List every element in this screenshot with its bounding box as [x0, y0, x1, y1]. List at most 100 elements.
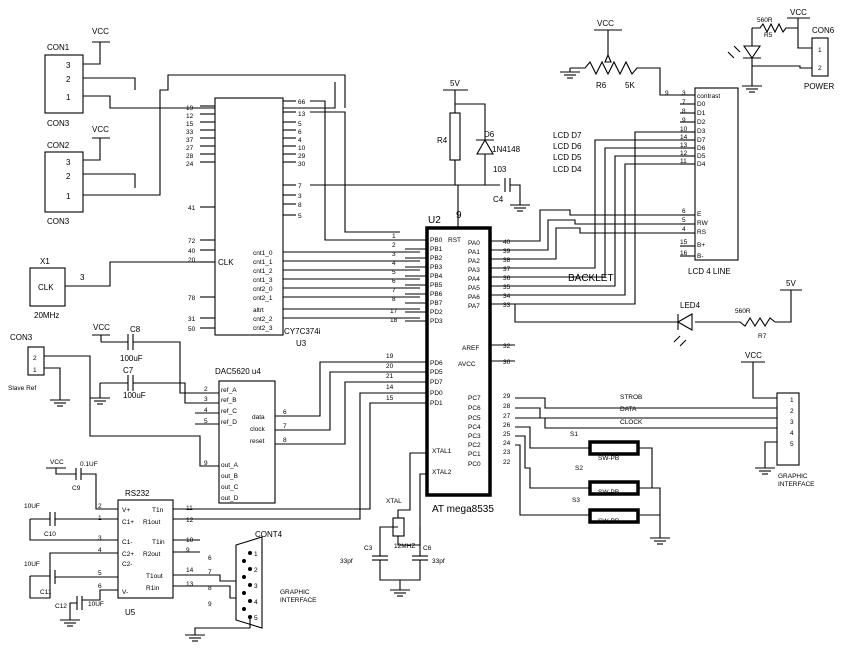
- mcu-atmega8535: U2 AT mega8535 9 1 2 3 4 5 6 7 8 17 18 1…: [386, 185, 515, 515]
- svg-text:6: 6: [283, 409, 287, 416]
- svg-text:24: 24: [186, 161, 194, 168]
- svg-text:CONT4: CONT4: [255, 530, 283, 539]
- svg-text:V-: V-: [122, 589, 128, 596]
- svg-text:XTAL1: XTAL1: [432, 448, 452, 455]
- svg-text:3: 3: [204, 396, 208, 403]
- svg-text:out_C: out_C: [221, 484, 239, 491]
- svg-text:Slave Ref: Slave Ref: [8, 385, 36, 392]
- svg-text:7: 7: [298, 183, 302, 190]
- svg-text:2: 2: [254, 567, 258, 574]
- svg-text:VCC: VCC: [93, 323, 110, 332]
- svg-text:RS232: RS232: [125, 489, 150, 498]
- svg-text:25: 25: [503, 431, 511, 438]
- svg-text:RS: RS: [697, 229, 707, 236]
- svg-text:6: 6: [392, 278, 396, 285]
- svg-text:6: 6: [98, 583, 102, 590]
- svg-text:C3: C3: [364, 545, 373, 552]
- lcd-4-line: LCD 4 LINE contrast D0 D1 D2 D3 D7 D6 D5…: [680, 87, 739, 276]
- svg-text:R6: R6: [596, 81, 607, 90]
- svg-text:19: 19: [186, 105, 194, 112]
- cpld-cy7c374i: CY7C374i U3 19 12 15 33 37 27 28 24 41 7…: [186, 97, 500, 348]
- cpld-left-pins: 19 12 15 33 37 27 28 24 41 72 40 20 78 3…: [186, 105, 215, 333]
- svg-text:PC1: PC1: [468, 451, 481, 458]
- svg-text:PB3: PB3: [430, 264, 443, 271]
- svg-text:6: 6: [682, 208, 686, 215]
- svg-text:8: 8: [682, 108, 686, 115]
- svg-text:cnt2_1: cnt2_1: [253, 295, 273, 302]
- svg-text:X1: X1: [40, 257, 50, 266]
- svg-text:31: 31: [188, 316, 196, 323]
- svg-text:R1in: R1in: [146, 585, 160, 592]
- svg-text:33pf: 33pf: [432, 558, 445, 565]
- svg-text:R5: R5: [764, 32, 773, 39]
- svg-text:VCC: VCC: [790, 8, 807, 17]
- svg-text:20: 20: [188, 257, 196, 264]
- crystal-x1: X1 CLK 20MHz 3: [29, 257, 200, 320]
- svg-text:CLK: CLK: [218, 258, 234, 267]
- svg-text:23: 23: [503, 449, 511, 456]
- svg-text:14: 14: [186, 567, 194, 574]
- svg-text:PC4: PC4: [468, 424, 481, 431]
- svg-text:C12: C12: [55, 603, 67, 610]
- svg-text:18: 18: [390, 317, 398, 324]
- svg-text:33pf: 33pf: [340, 558, 353, 565]
- svg-text:10UF: 10UF: [88, 601, 104, 608]
- svg-text:S1: S1: [570, 431, 578, 438]
- svg-text:ref_B: ref_B: [221, 397, 237, 404]
- svg-text:9: 9: [204, 460, 208, 467]
- slave-ref-connector: CON3 2 1 Slave Ref: [8, 333, 215, 467]
- svg-text:1: 1: [790, 397, 794, 404]
- svg-text:C10: C10: [44, 531, 56, 538]
- svg-text:AVCC: AVCC: [458, 361, 476, 368]
- svg-text:T1n: T1n: [152, 507, 164, 514]
- svg-text:5K: 5K: [625, 81, 635, 90]
- svg-text:PD3: PD3: [430, 318, 443, 325]
- svg-text:PC6: PC6: [468, 405, 481, 412]
- svg-text:4: 4: [204, 407, 208, 414]
- svg-text:D5: D5: [697, 153, 706, 160]
- svg-text:9: 9: [665, 90, 669, 97]
- svg-text:PC3: PC3: [468, 433, 481, 440]
- svg-text:XTAL: XTAL: [386, 498, 402, 505]
- svg-text:16: 16: [680, 250, 688, 257]
- svg-text:PD5: PD5: [430, 369, 443, 376]
- svg-text:PB2: PB2: [430, 255, 443, 262]
- svg-text:33: 33: [186, 129, 194, 136]
- svg-text:26: 26: [503, 422, 511, 429]
- svg-text:2: 2: [790, 408, 794, 415]
- svg-text:RW: RW: [697, 220, 709, 227]
- svg-text:10UF: 10UF: [24, 561, 40, 568]
- svg-text:PA1: PA1: [468, 249, 480, 256]
- svg-text:D0: D0: [697, 101, 706, 108]
- svg-text:S3: S3: [572, 497, 580, 504]
- svg-text:cnt2_0: cnt2_0: [253, 286, 273, 293]
- svg-text:27: 27: [186, 145, 194, 152]
- svg-text:66: 66: [298, 99, 306, 106]
- svg-text:50: 50: [188, 326, 196, 333]
- svg-text:LCD D5: LCD D5: [553, 153, 582, 162]
- svg-text:2: 2: [66, 75, 71, 84]
- svg-text:10: 10: [298, 145, 306, 152]
- svg-text:U2: U2: [428, 215, 441, 226]
- svg-text:1: 1: [66, 192, 71, 201]
- svg-text:RST: RST: [448, 237, 461, 244]
- svg-text:30: 30: [298, 161, 306, 168]
- svg-text:CLK: CLK: [38, 283, 54, 292]
- svg-text:D4: D4: [697, 161, 706, 168]
- svg-text:5: 5: [254, 615, 258, 622]
- svg-text:VCC: VCC: [597, 19, 614, 28]
- svg-text:15: 15: [680, 239, 688, 246]
- svg-text:1: 1: [33, 367, 37, 374]
- power-circuit: VCC 560R R5 CON6 1 2 POWER: [727, 8, 835, 93]
- svg-text:5: 5: [790, 441, 794, 448]
- svg-text:PC7: PC7: [468, 395, 481, 402]
- svg-text:C2-: C2-: [122, 561, 132, 568]
- svg-text:33: 33: [503, 302, 511, 309]
- rs232-u5: RS232 U5 V+ C1+ C1- C2+ C2- T1out R1in V…: [24, 392, 398, 627]
- svg-text:ref_D: ref_D: [221, 419, 237, 426]
- svg-text:PB0: PB0: [430, 237, 443, 244]
- svg-text:5: 5: [682, 217, 686, 224]
- svg-text:10UF: 10UF: [24, 503, 40, 510]
- cpld-right-pins: 66 13 5 6 4 10 29 30 7 3 8 5: [283, 99, 500, 241]
